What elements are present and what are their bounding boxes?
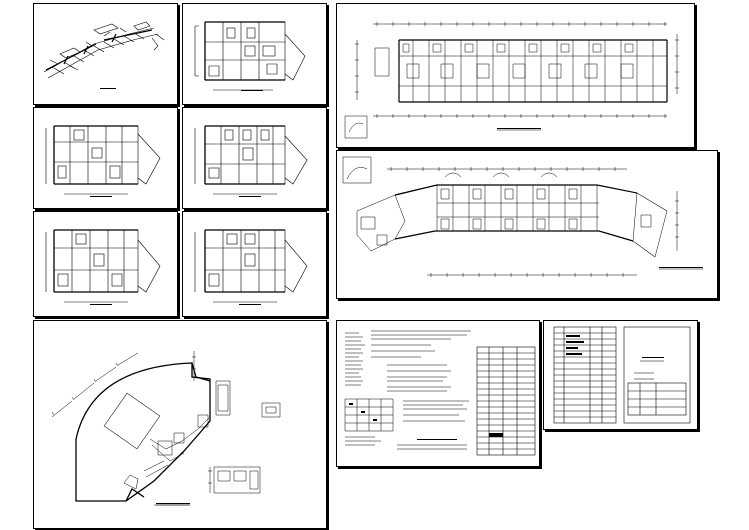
sheet-caption [497, 128, 541, 129]
drawing-sheet-plan-2[interactable] [33, 107, 178, 209]
drawing-sheet-axonometric[interactable] [33, 3, 178, 105]
long-floor-plan-drawing [344, 22, 679, 139]
drawing-sheet-plan-3[interactable] [182, 107, 327, 209]
notes-and-tables-drawing [344, 330, 536, 456]
floor-plan-drawing [45, 229, 161, 303]
axonometric-drawing [43, 21, 165, 79]
drawing-sheet-plan-1[interactable] [182, 3, 327, 105]
drawing-sheet-site-plan[interactable] [33, 320, 327, 529]
sheet-caption [156, 503, 190, 504]
drawing-sheet-plan-5[interactable] [182, 211, 327, 317]
sheet-caption [100, 88, 116, 89]
sheet-caption [241, 90, 263, 91]
sheet-caption [90, 196, 112, 197]
sheet-caption [659, 267, 703, 268]
drawing-sheet-index[interactable] [543, 320, 698, 430]
sheet-caption [417, 439, 457, 440]
floor-plan-drawing [194, 229, 308, 303]
drawing-index-drawing [553, 326, 691, 424]
floor-plan-drawing [194, 21, 306, 91]
floor-plan-drawing [45, 125, 161, 195]
sheet-caption [239, 196, 261, 197]
sheet-caption [90, 304, 112, 305]
floor-plan-drawing [194, 125, 308, 195]
drawing-sheet-notes[interactable] [336, 320, 540, 467]
sheet-caption [239, 304, 261, 305]
drawing-sheet-plan-4[interactable] [33, 211, 178, 317]
site-plan-drawing [51, 351, 281, 506]
drawing-sheet-long-plan[interactable] [336, 3, 695, 148]
drawing-sheet-curved-plan[interactable] [336, 150, 718, 299]
sheet-caption [642, 357, 664, 358]
curved-floor-plan-drawing [342, 156, 703, 277]
